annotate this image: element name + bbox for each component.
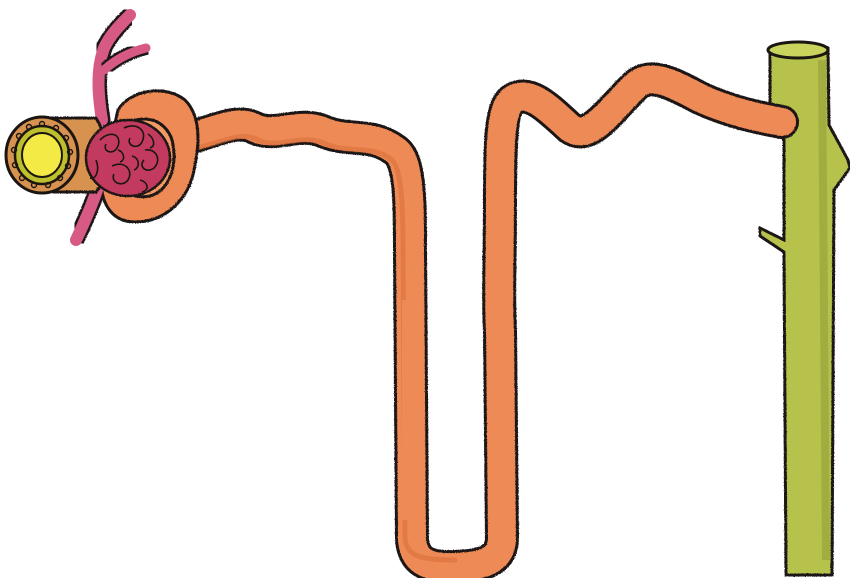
- tubule-outline: [180, 79, 782, 567]
- collecting-duct-opening: [768, 42, 828, 58]
- collecting-duct-shade: [822, 60, 826, 560]
- tubule-fill: [180, 79, 782, 567]
- glomerulus: [86, 120, 170, 196]
- renal-tubule: [180, 79, 782, 567]
- artery-lumen: [22, 133, 62, 177]
